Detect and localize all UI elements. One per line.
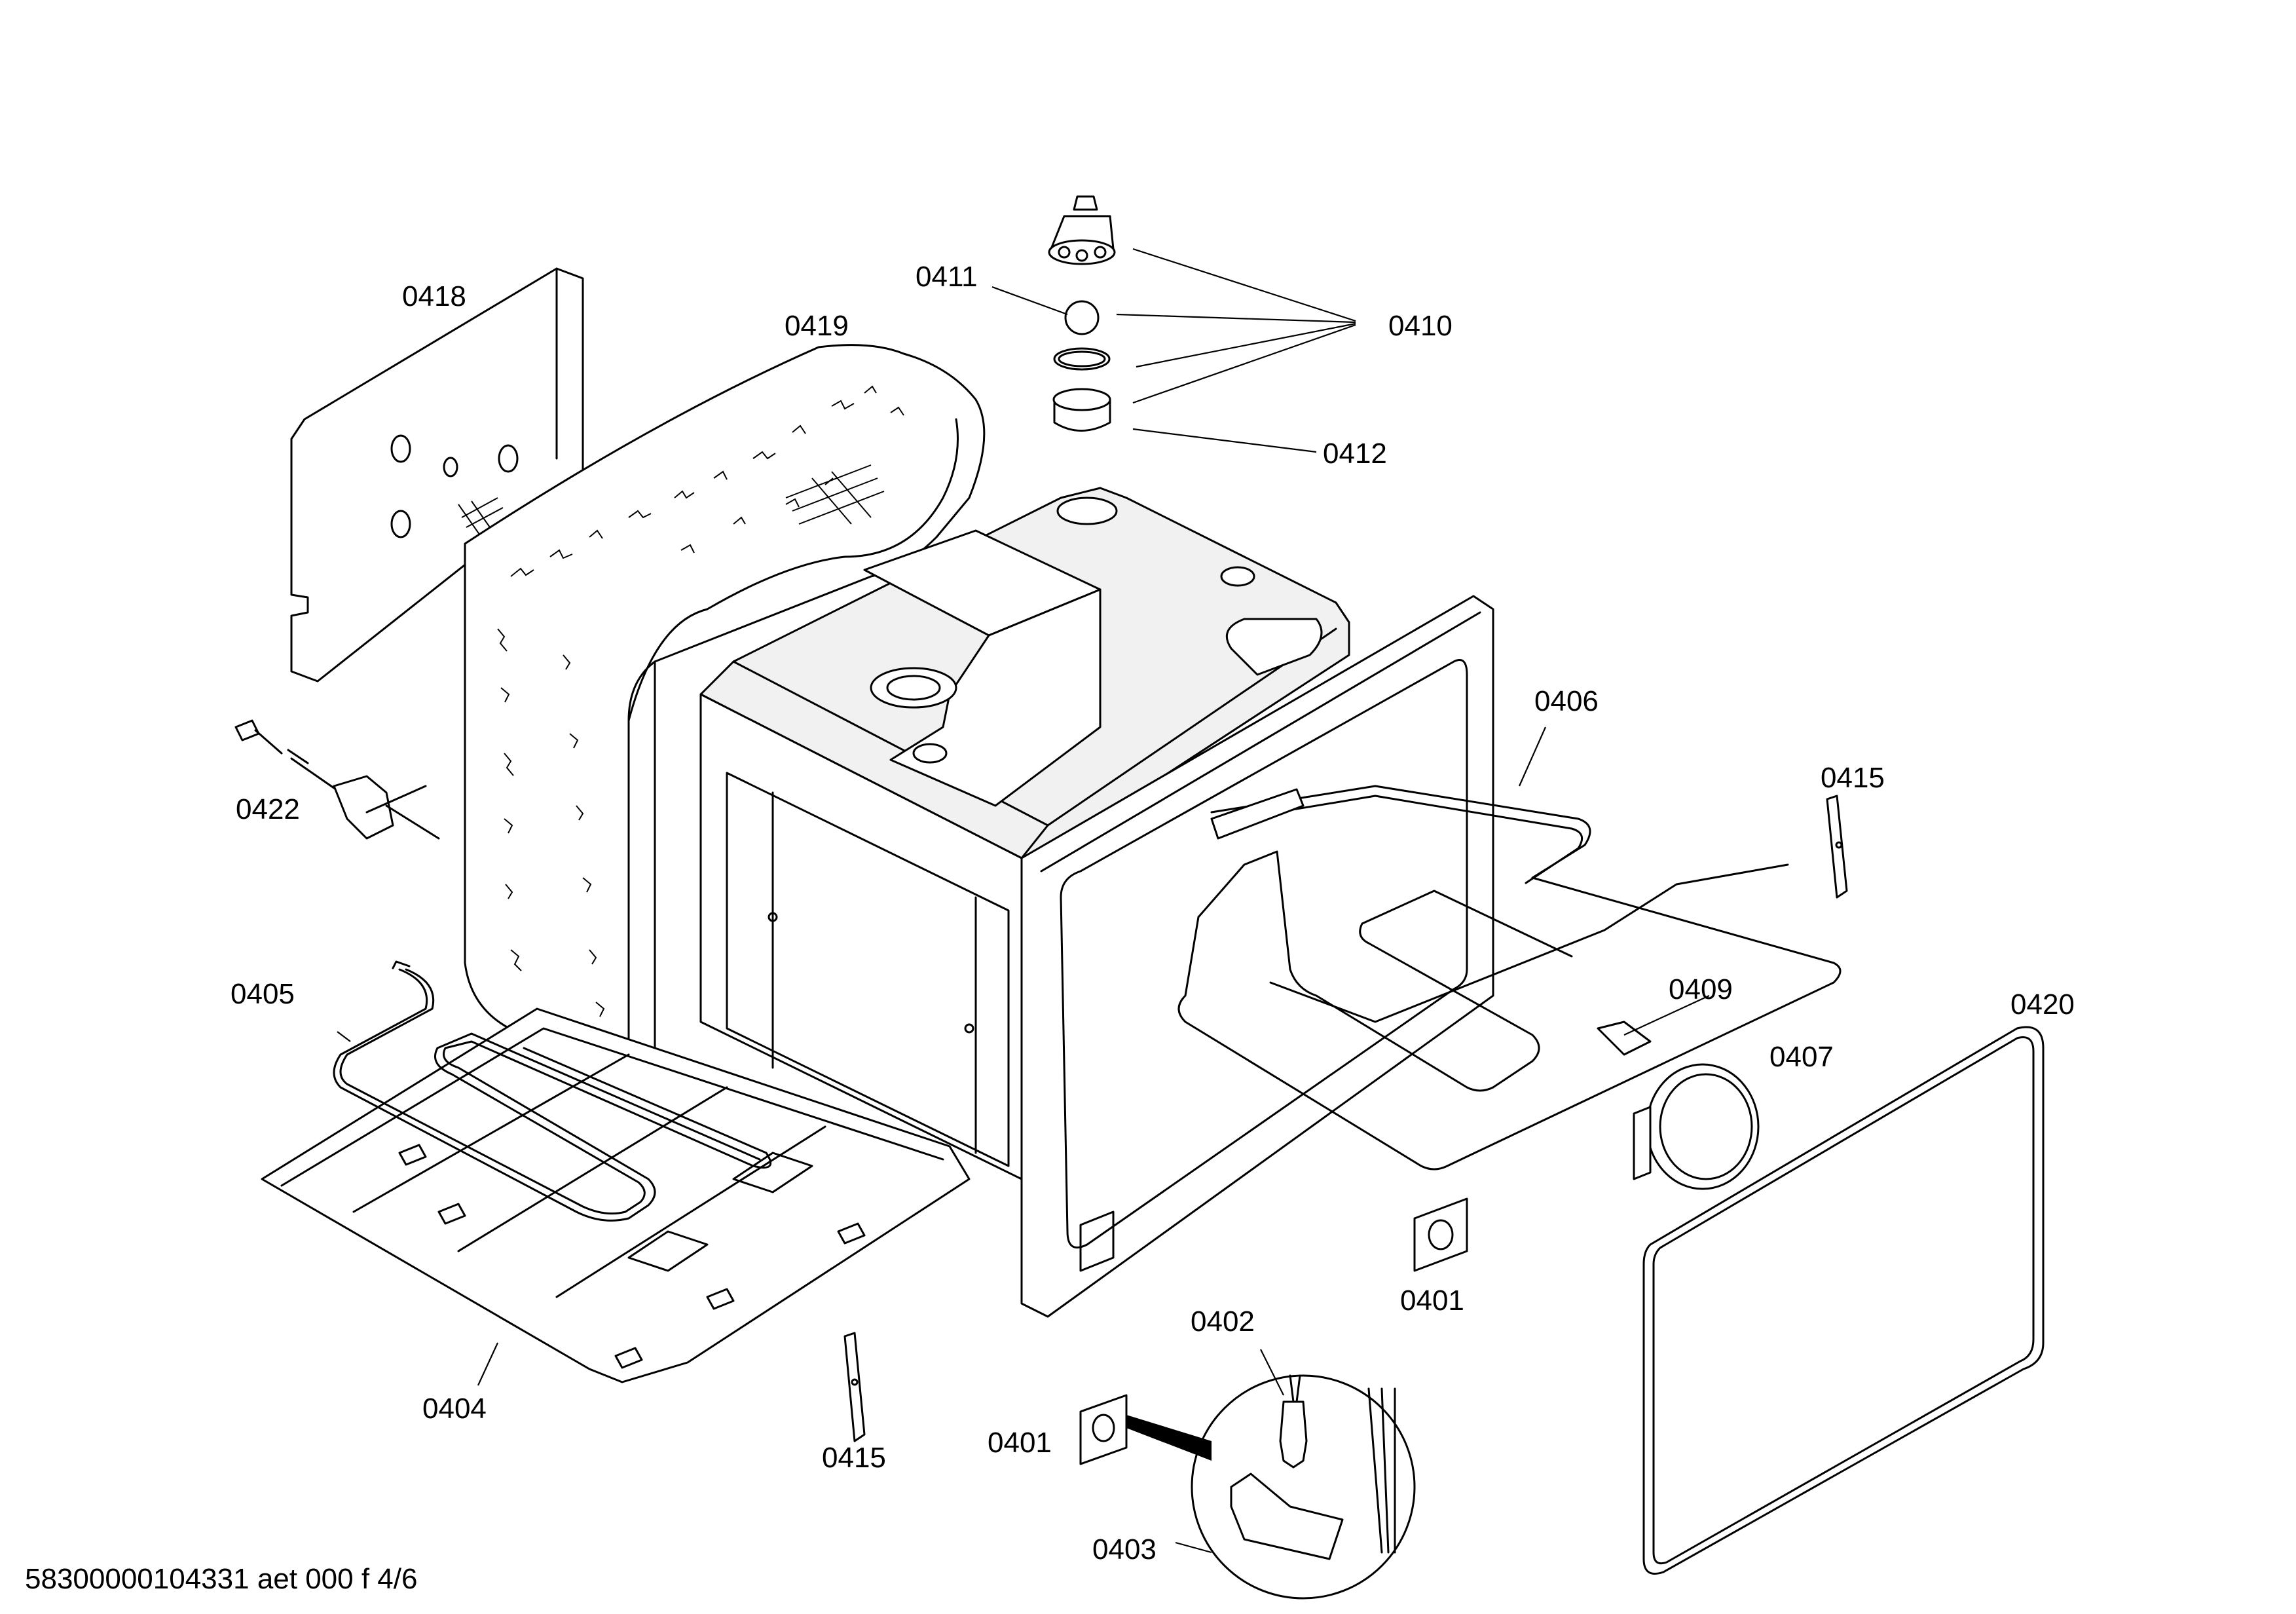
- part-0409-bracket: [1597, 1021, 1652, 1056]
- part-0402-lamp-bulb: [1279, 1400, 1308, 1469]
- part-0415-bracket-bottom: [843, 1332, 866, 1442]
- label-0415-right: 0415: [1821, 762, 1885, 794]
- part-0419-insulation-wrap: [464, 344, 986, 1076]
- label-0418: 0418: [402, 280, 466, 312]
- part-0422-temperature-sensor: [234, 719, 440, 840]
- label-0404: 0404: [422, 1393, 487, 1425]
- label-0412: 0412: [1323, 438, 1387, 470]
- label-0401-bottom: 0401: [988, 1427, 1052, 1459]
- label-0402: 0402: [1191, 1305, 1255, 1338]
- leader-lines: [337, 248, 1710, 1554]
- part-0420-door-seal: [1642, 1026, 2045, 1575]
- part-0410-seal-ring: [1053, 347, 1111, 371]
- part-0403-lamp-glass: [1230, 1473, 1344, 1560]
- label-0420: 0420: [2010, 988, 2075, 1021]
- part-0410-lamp-assembly: [1048, 195, 1116, 432]
- label-0401-right: 0401: [1400, 1285, 1464, 1317]
- part-0406-top-heater: [1177, 785, 1842, 1171]
- part-0415-bracket-right: [1826, 795, 1848, 899]
- part-0401-lamp-bottom: [1079, 1394, 1212, 1465]
- part-0418-rear-board: [290, 267, 584, 683]
- label-0411: 0411: [916, 261, 978, 293]
- label-0403: 0403: [1092, 1533, 1157, 1566]
- part-labels: 0418 0419 0411 0410 0412 0406 0415 0422 …: [231, 261, 2075, 1566]
- label-0422: 0422: [236, 793, 300, 825]
- label-0415-bottom: 0415: [822, 1442, 886, 1474]
- part-0407-ring-heater: [1633, 1063, 1760, 1190]
- part-0404-floor-plate: [261, 1007, 971, 1383]
- part-0401-lamp-right: [1413, 1197, 1468, 1272]
- detail-circle-0402-0403: [1191, 1374, 1416, 1600]
- footer-document-id: 58300000104331 aet 000 f 4/6: [25, 1563, 417, 1595]
- label-0406: 0406: [1534, 685, 1599, 717]
- label-0419: 0419: [785, 310, 849, 342]
- label-0407: 0407: [1769, 1041, 1834, 1073]
- label-0410: 0410: [1388, 310, 1453, 342]
- oven-cavity: [699, 487, 1494, 1318]
- label-0405: 0405: [231, 978, 295, 1010]
- label-0409: 0409: [1669, 973, 1733, 1005]
- part-0405-bottom-heater: [333, 960, 772, 1222]
- part-0411-bulb: [1064, 300, 1100, 335]
